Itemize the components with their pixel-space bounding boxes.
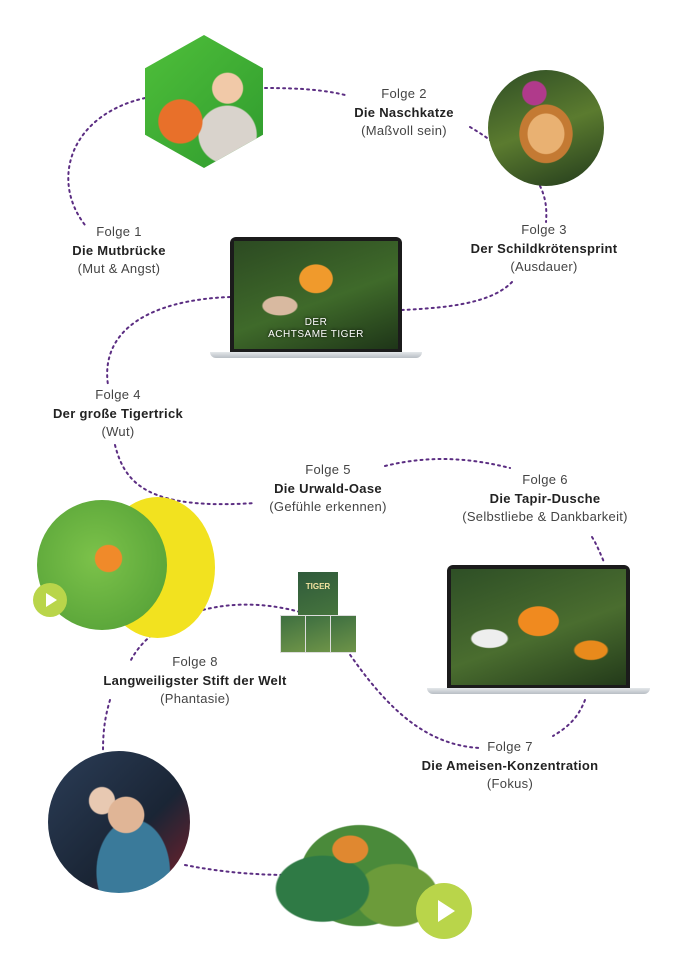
- path-segment: [401, 281, 513, 311]
- episode-4: Folge 4 Der große Tigertrick (Wut): [53, 386, 183, 442]
- path-segment: [384, 458, 511, 469]
- path-segment: [114, 444, 256, 506]
- path-segment: [539, 185, 548, 223]
- episode-number: Folge 6: [522, 472, 568, 487]
- episode-topic: (Fokus): [486, 776, 534, 791]
- caption-line: ACHTSAME TIGER: [268, 329, 364, 340]
- play-button[interactable]: [33, 583, 67, 617]
- play-button-large[interactable]: [416, 883, 472, 939]
- path-segment: [184, 864, 291, 876]
- episode-number: Folge 8: [172, 654, 218, 669]
- episode-title: Der Schildkrötensprint: [470, 240, 618, 256]
- hosts-hexagon-image: [145, 35, 263, 168]
- cd-panel: [280, 615, 308, 653]
- episode-topic: (Selbstliebe & Dankbarkeit): [462, 509, 628, 524]
- episode-number: Folge 1: [96, 224, 142, 239]
- caption-line: DER: [304, 317, 328, 328]
- episode-3: Folge 3 Der Schildkrötensprint (Ausdauer…: [471, 221, 618, 277]
- path-segment: [264, 87, 346, 96]
- episode-2: Folge 2 Die Naschkatze (Maßvoll sein): [354, 85, 454, 141]
- episode-title: Die Naschkatze: [354, 104, 454, 120]
- episode-topic: (Gefühle erkennen): [269, 499, 387, 514]
- cd-panel: [330, 615, 356, 653]
- episode-title: Der große Tigertrick: [52, 405, 184, 421]
- episode-title: Die Tapir-Dusche: [489, 490, 601, 506]
- video-still: [451, 569, 626, 685]
- episode-topic: (Phantasie): [160, 691, 230, 706]
- path-segment: [591, 536, 605, 563]
- cd-title: TIGER: [305, 582, 331, 591]
- episode-number: Folge 4: [95, 387, 141, 402]
- path-segment: [339, 639, 481, 749]
- episode-number: Folge 3: [521, 222, 567, 237]
- path-segment: [552, 699, 586, 737]
- episode-topic: (Wut): [101, 424, 135, 439]
- episode-6: Folge 6 Die Tapir-Dusche (Selbstliebe & …: [462, 471, 628, 527]
- episode-topic: (Maßvoll sein): [361, 123, 447, 138]
- laptop-video-thumbnail-2[interactable]: [427, 565, 650, 694]
- episode-title: Die Mutbrücke: [72, 242, 166, 258]
- episode-topic: (Ausdauer): [510, 259, 578, 274]
- laptop-base: [210, 352, 422, 358]
- episode-title: Langweiligster Stift der Welt: [103, 672, 287, 688]
- episode-8: Folge 8 Langweiligster Stift der Welt (P…: [103, 653, 286, 709]
- episode-title: Die Urwald-Oase: [274, 480, 382, 496]
- episode-number: Folge 7: [487, 739, 533, 754]
- play-icon: [438, 900, 455, 922]
- episode-topic: (Mut & Angst): [77, 261, 161, 276]
- path-segment: [102, 699, 111, 753]
- laptop-base: [427, 688, 650, 694]
- episode-number: Folge 5: [305, 462, 351, 477]
- kids-audience-circle-image: [48, 751, 190, 893]
- episode-7: Folge 7 Die Ameisen-Konzentration (Fokus…: [422, 738, 599, 794]
- episode-number: Folge 2: [381, 86, 427, 101]
- episode-title: Die Ameisen-Konzentration: [421, 757, 599, 773]
- episode-1: Folge 1 Die Mutbrücke (Mut & Angst): [72, 223, 165, 279]
- play-icon: [46, 593, 57, 607]
- path-segment: [106, 296, 231, 386]
- path-segment: [67, 97, 146, 226]
- episode-5: Folge 5 Die Urwald-Oase (Gefühle erkenne…: [269, 461, 386, 517]
- cd-panel: [305, 615, 333, 653]
- cd-product-image: TIGER: [280, 572, 356, 656]
- tiger-illustration-circle-image: [488, 70, 604, 186]
